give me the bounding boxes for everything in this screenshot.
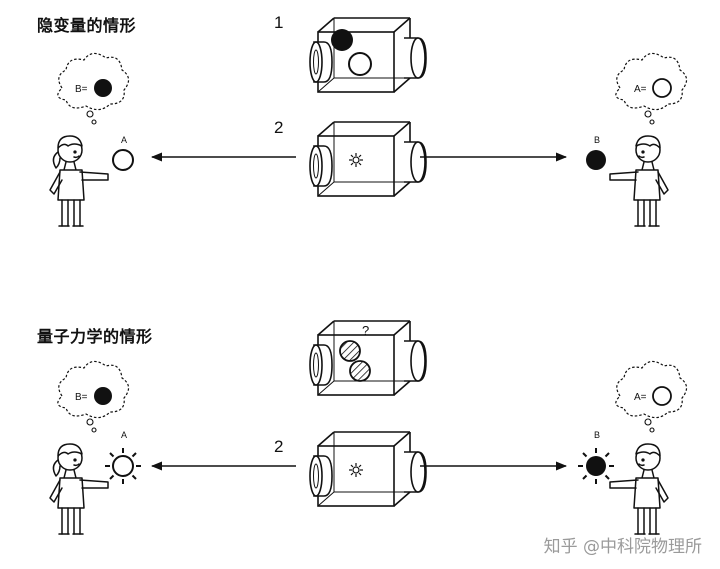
step-label-2b: 2 (274, 437, 283, 456)
thought-ball-left (94, 79, 112, 97)
box-2 (309, 121, 427, 197)
step-label-2: 2 (274, 118, 283, 137)
person-alice (49, 135, 109, 227)
thought-cloud-right (615, 52, 688, 125)
box-1 (309, 17, 427, 93)
thought-cloud-right-quantum (615, 360, 688, 433)
ball-label-a2: A (121, 430, 127, 440)
ball-empty (348, 52, 372, 76)
ball-label-b2: B (594, 430, 600, 440)
question-mark: ? (362, 323, 369, 338)
person-bob-quantum (609, 443, 669, 535)
ball-superposed (339, 340, 361, 362)
ball-a (112, 149, 134, 171)
ball-label-b: B (594, 135, 600, 145)
thought-text-right-quantum: A= (634, 392, 647, 403)
ball-superposed (349, 360, 371, 382)
thought-cloud-left-quantum (57, 360, 130, 433)
box-quantum (309, 320, 427, 396)
watermark: 知乎 @中科院物理所 (543, 537, 702, 557)
person-alice-quantum (49, 443, 109, 535)
person-bob (609, 135, 669, 227)
thought-cloud-left (57, 52, 130, 125)
ball-filled (331, 29, 353, 51)
thought-ball-right-quantum (652, 386, 672, 406)
section-title-hidden-variable: 隐变量的情形 (37, 16, 137, 35)
ball-label-a: A (121, 135, 127, 145)
section-title-quantum: 量子力学的情形 (37, 327, 153, 346)
thought-text-left-quantum: B= (75, 392, 88, 403)
ball-b (586, 150, 606, 170)
thought-ball-left-quantum (94, 387, 112, 405)
thought-text-right: A= (634, 84, 647, 95)
thought-ball-right (652, 78, 672, 98)
ball-b-quantum (586, 456, 606, 476)
ball-a-quantum (112, 455, 134, 477)
step-label-1: 1 (274, 13, 283, 32)
thought-text-left: B= (75, 84, 88, 95)
box-2-quantum (309, 431, 427, 507)
